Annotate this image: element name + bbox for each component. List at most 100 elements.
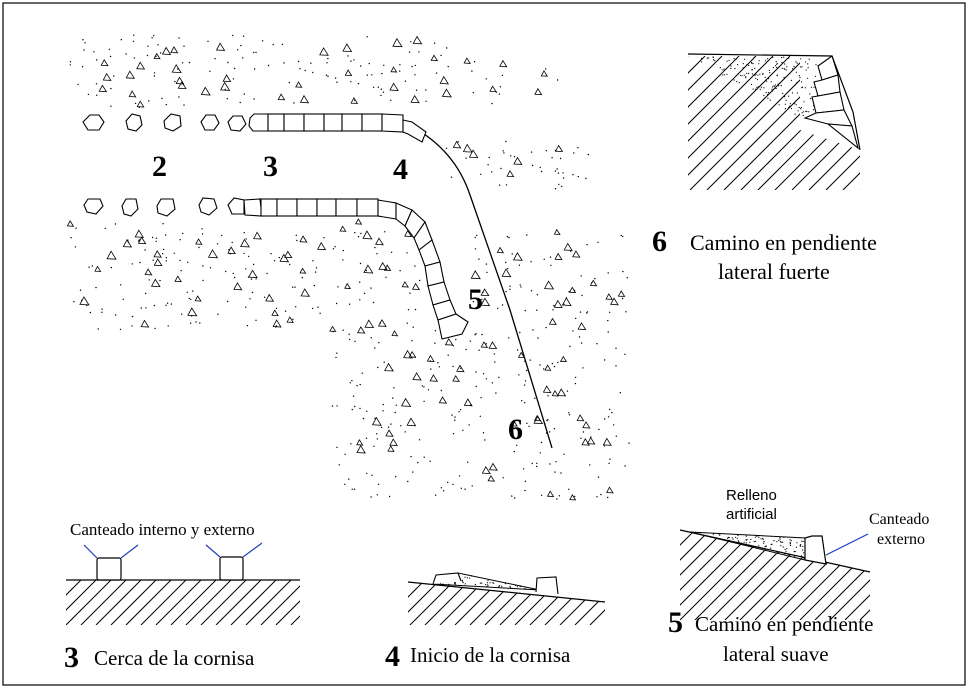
fill-dot [754,74,756,76]
terrain-dot [161,97,163,100]
panel5-edge-label-2: externo [877,531,925,548]
terrain-dot [563,303,565,305]
terrain-dot [243,232,245,234]
terrain-dot [600,493,602,496]
fill-dot [807,63,809,65]
terrain-dot [518,264,521,266]
terrain-dot [253,98,255,100]
fill-dot [795,61,797,63]
terrain-dot [133,57,136,59]
fill-dot [760,538,762,540]
terrain-dot [353,59,355,61]
terrain-dot [350,443,352,445]
fill-dot [771,88,773,90]
fill-dot [784,103,786,105]
fill-dot [726,73,728,75]
fill-dot [783,536,785,539]
hatch-line [688,56,774,190]
hatch-line [688,56,689,190]
terrain-dot [154,327,156,330]
terrain-dot [382,410,384,412]
terrain-dot [429,460,431,462]
fill-dot [782,546,784,548]
terrain-pebble [350,96,359,104]
terrain-dot [412,471,414,473]
fill-dot [794,555,796,557]
terrain-dot [180,270,182,272]
fill-dot [798,75,801,77]
fill-dot [800,66,802,68]
fill-dot [765,92,767,94]
terrain-pebble [510,420,518,427]
terrain-pebble [582,421,591,429]
terrain-dot [475,371,477,373]
panel5-edge-label-1: Canteado [869,511,929,528]
terrain-dot [335,302,338,305]
terrain-dot [226,300,229,303]
terrain-dot [452,433,455,435]
terrain-dot [153,35,155,37]
terrain-pebble [557,388,567,397]
hatch-line [275,580,300,625]
terrain-dot [536,294,539,296]
fill-dot [487,579,489,582]
terrain-dot [452,483,454,486]
terrain-pebble [357,326,366,334]
fill-dot [764,76,766,78]
fill-dot [724,74,726,76]
terrain-dot [485,343,487,345]
terrain-pebble [577,322,587,330]
fill-dot [790,107,793,110]
terrain-dot [556,168,558,170]
terrain-pebble [546,490,555,497]
fill-dot [807,67,809,69]
hatch-line [680,530,726,620]
map-label-3: 3 [263,150,278,183]
terrain-pebble [506,169,515,178]
terrain-pebble [195,238,203,245]
fill-dot [801,81,803,83]
terrain-dot [438,366,440,368]
terrain-pebble [404,229,413,237]
terrain-dot [553,365,556,368]
hatch-line [784,530,870,620]
terrain-dot [125,53,127,55]
terrain-dot [357,82,360,85]
panel3-caption: Cerca de la cornisa [94,646,255,670]
terrain-dot [540,170,543,173]
fill-dot [795,71,798,73]
terrain-dot [381,72,383,75]
fill-dot [745,77,747,79]
terrain-dot [182,232,184,235]
terrain-dot [519,331,521,334]
terrain-dot [323,237,325,239]
fill-dot [769,72,771,74]
terrain-pebble [177,81,187,90]
fill-dot [810,98,812,100]
terrain-dot [247,255,250,258]
terrain-dot [549,256,552,258]
fill-dot [713,59,715,61]
terrain-dot [488,156,490,159]
terrain-pebble [543,280,555,290]
terrain-pebble [200,86,211,96]
terrain-pebble [98,84,108,93]
terrain-dot [188,297,190,300]
fill-dot [742,63,744,65]
terrain-dot [360,65,362,67]
terrain-dot [529,359,531,361]
terrain-pebble [513,156,523,165]
terrain-dot [179,239,181,241]
terrain-pebble [400,397,412,407]
terrain-dot [242,57,244,59]
hatch-line [66,580,97,625]
terrain-dot [354,232,356,234]
fill-dot [757,535,759,537]
terrain-dot [295,306,297,308]
terrain-dot [399,64,401,66]
panel5-fill-label-1: Relleno [726,487,777,504]
fill-dot [805,110,807,112]
terrain-dot [524,309,526,312]
terrain-dot [356,385,358,387]
terrain-dot [412,326,414,328]
